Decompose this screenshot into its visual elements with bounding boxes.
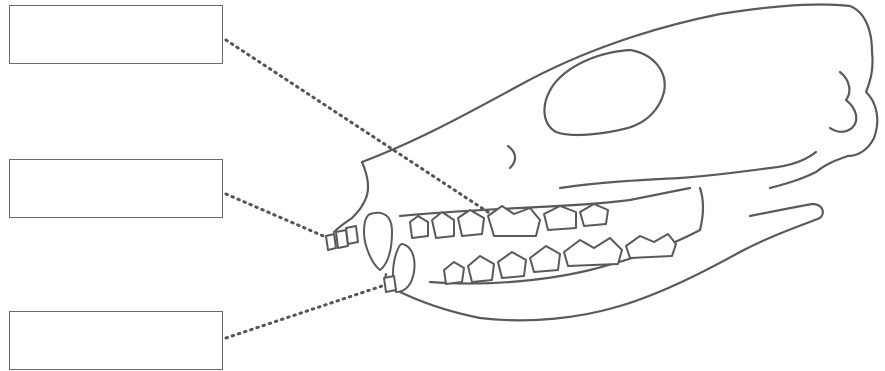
lower-molar bbox=[626, 234, 676, 258]
upper-premolar-1 bbox=[410, 216, 428, 238]
leader-line-molars bbox=[226, 40, 497, 218]
lower-premolar-3 bbox=[498, 252, 526, 278]
lower-premolar-2 bbox=[468, 256, 494, 282]
lower-premolar-1 bbox=[444, 262, 464, 284]
upper-premolar-3 bbox=[458, 210, 484, 236]
skull-occipital-detail bbox=[830, 72, 856, 132]
upper-carnassial bbox=[488, 206, 540, 236]
upper-incisor-3 bbox=[346, 226, 358, 244]
upper-molar-1 bbox=[544, 206, 576, 230]
skull-zygomatic-arch bbox=[560, 152, 816, 188]
leader-line-incisors bbox=[226, 194, 328, 238]
upper-molar-2 bbox=[580, 204, 608, 226]
upper-canine bbox=[364, 213, 392, 270]
skull-muzzle-outline bbox=[334, 162, 368, 232]
lower-premolar-4 bbox=[530, 246, 560, 272]
upper-incisor-1 bbox=[326, 234, 336, 250]
upper-premolar-2 bbox=[432, 212, 454, 238]
leader-line-canine bbox=[226, 284, 388, 338]
lower-incisor bbox=[384, 276, 396, 292]
lower-carnassial bbox=[564, 238, 622, 266]
skull-nasal-mark bbox=[508, 146, 515, 168]
